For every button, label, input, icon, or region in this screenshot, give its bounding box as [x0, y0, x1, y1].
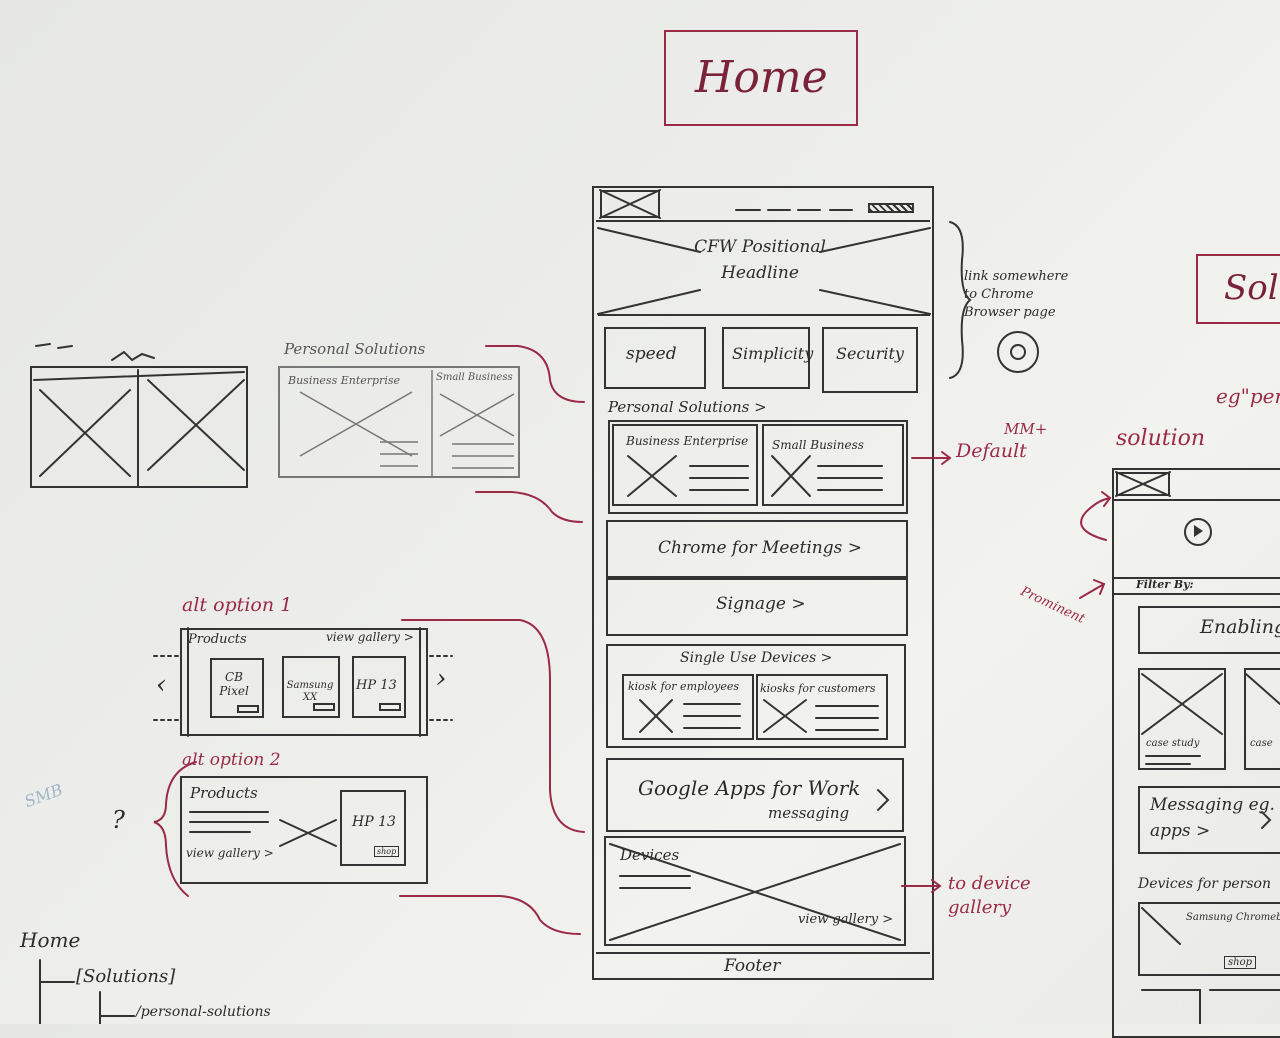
small-business-label: Small Business — [772, 438, 864, 452]
alt1-card-1-label: CB Pixel — [219, 670, 249, 698]
sitemap-personal: /personal-solutions — [136, 1004, 271, 1020]
case-study-card-2 — [1244, 668, 1280, 770]
alt1-prev-icon: ‹ — [156, 670, 167, 700]
top-left-sketch — [30, 366, 248, 488]
single-use-label: Single Use Devices > — [680, 650, 833, 666]
personal-solutions-card — [608, 420, 908, 514]
alt1-card-2 — [282, 656, 340, 718]
pillar-speed-label: speed — [626, 344, 677, 364]
eg-note: eg"per — [1216, 384, 1280, 408]
alt-option-1-label: alt option 1 — [182, 594, 293, 616]
home-title-box — [664, 30, 858, 126]
alt1-products: Products — [188, 632, 247, 647]
chrome-meetings-label: Chrome for Meetings > — [658, 538, 862, 558]
shop-label-right: shop — [1224, 956, 1256, 969]
ps-sketch — [278, 366, 520, 478]
devices-view-gallery: view gallery > — [798, 912, 894, 927]
alt2-hp-card — [340, 790, 406, 866]
personal-solutions-label: Personal Solutions > — [608, 398, 767, 416]
devices-card — [604, 836, 906, 946]
solution-note: solution — [1116, 426, 1206, 451]
filter-by-label: Filter By: — [1136, 578, 1194, 591]
phone-frame — [592, 186, 934, 980]
pillar-simplicity — [722, 327, 810, 389]
signage-label: Signage > — [716, 594, 806, 614]
alt1-card-1 — [210, 658, 264, 718]
header-cta — [868, 203, 914, 213]
case-study-card — [1138, 668, 1226, 770]
kiosk-employees-label: kiosk for employees — [628, 680, 740, 693]
sitemap-solutions: [Solutions] — [76, 966, 176, 987]
alt1-next-icon: › — [436, 664, 447, 694]
enabling-card — [1138, 606, 1280, 654]
kiosk-employees-card — [622, 674, 754, 740]
alt2-products: Products — [190, 784, 258, 802]
alt2-shop: shop — [374, 846, 400, 857]
business-enterprise-label: Business Enterprise — [626, 434, 749, 448]
hero — [598, 226, 930, 316]
alt1-sketch — [180, 628, 428, 736]
phone-header — [596, 186, 930, 222]
alt1-card-3 — [352, 656, 406, 718]
pillar-speed — [604, 327, 706, 389]
question-mark: ? — [112, 806, 125, 834]
solutions-title: Solu — [1224, 268, 1280, 308]
ps-sketch-be: Business Enterprise — [288, 374, 400, 387]
messaging-card — [1138, 786, 1280, 854]
footer-label: Footer — [724, 956, 781, 976]
footer-line — [596, 952, 930, 954]
alt-option-2-label: alt option 2 — [182, 750, 281, 770]
default-note: Default — [956, 440, 1027, 462]
chrome-meetings-card — [606, 520, 908, 578]
play-icon-triangle — [1194, 525, 1203, 537]
devices-label: Devices — [620, 846, 680, 864]
kiosk-customers-card — [756, 674, 888, 740]
logo-placeholder — [600, 190, 660, 218]
devices-for-label: Devices for person — [1138, 876, 1271, 892]
ps-sketch-title: Personal Solutions — [284, 340, 426, 358]
home-title: Home — [695, 52, 828, 103]
kiosk-customers-label: kiosks for customers — [760, 682, 876, 695]
enabling-label: Enabling — [1200, 616, 1280, 638]
messaging-label-right: Messaging eg. apps > — [1150, 795, 1275, 841]
play-icon — [1184, 518, 1212, 546]
mm-note: MM+ — [1004, 420, 1048, 438]
google-apps-card — [606, 758, 904, 832]
alt1-card-3-label: HP 13 — [356, 678, 397, 693]
alt2-sketch — [180, 776, 428, 884]
google-apps-label: Google Apps for Work — [638, 776, 861, 800]
device-gallery-note: to device gallery — [948, 873, 1031, 918]
pillar-security-label: Security — [836, 344, 904, 363]
case-study-label: case study — [1146, 738, 1200, 749]
alt1-view-gallery: view gallery > — [326, 630, 414, 644]
alt1-card-2-label: Samsung XX — [286, 680, 334, 703]
alt2-view-gallery: view gallery > — [186, 846, 274, 860]
device-card-right — [1138, 902, 1280, 976]
solutions-title-box — [1196, 254, 1280, 324]
alt2-hp-label: HP 13 — [352, 814, 396, 830]
case-study-label-2: case — [1250, 738, 1273, 749]
pillar-simplicity-label: Simplicity — [732, 344, 814, 363]
single-use-card — [606, 644, 906, 748]
pillar-security — [822, 327, 918, 393]
right-logo — [1116, 472, 1170, 496]
link-note: link somewhere to Chrome Browser page — [964, 269, 1069, 320]
business-enterprise-card — [612, 424, 758, 506]
ps-sketch-sb: Small Business — [436, 372, 513, 383]
samsung-label: Samsung Chromebook — [1186, 912, 1280, 923]
hero-headline: CFW Positional Headline — [694, 237, 826, 283]
small-business-card — [762, 424, 904, 506]
sitemap-home: Home — [20, 928, 81, 952]
signage-card — [606, 578, 908, 636]
messaging-label: messaging — [768, 804, 850, 822]
